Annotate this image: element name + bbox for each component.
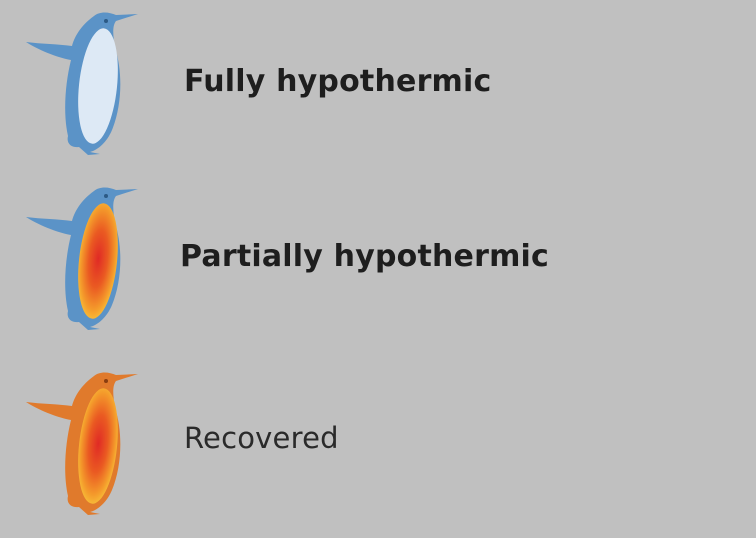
legend-item-recovered: Recovered — [0, 362, 756, 522]
legend-item-fully-hypothermic: Fully hypothermic — [0, 2, 756, 162]
legend-item-partially-hypothermic: Partially hypothermic — [0, 177, 756, 337]
legend-label: Recovered — [184, 421, 339, 455]
orange-penguin-icon — [26, 372, 138, 515]
blue-penguin-warm-belly-icon — [26, 187, 138, 330]
legend-label: Fully hypothermic — [184, 64, 492, 99]
legend-label: Partially hypothermic — [180, 239, 550, 274]
blue-penguin-icon — [26, 12, 138, 155]
